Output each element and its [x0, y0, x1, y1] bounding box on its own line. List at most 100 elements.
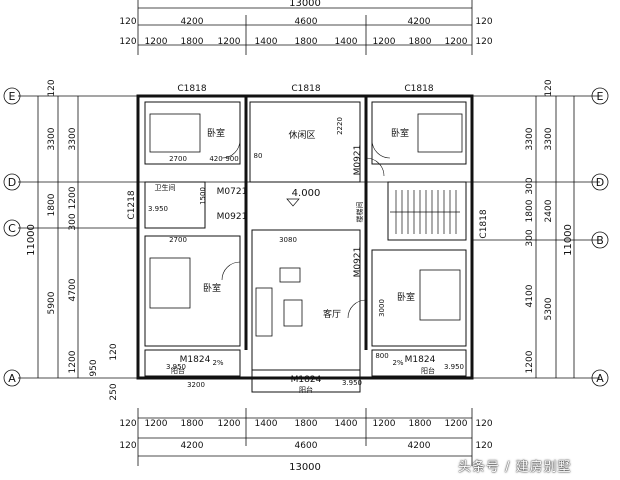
window-top-center: C1818 — [291, 84, 320, 94]
dim-left-inner-4: 4700 — [68, 278, 78, 301]
dim-top-bay-3: 4200 — [408, 17, 431, 27]
dim-left-inner-5: 1200 — [68, 350, 78, 373]
room-stair: 楼梯间 — [355, 202, 364, 223]
dim-left-inner-3: 300 — [68, 213, 78, 230]
door-hall-right: M0921 — [353, 145, 363, 176]
dim-bottom-seg-8: 1800 — [409, 419, 432, 429]
dim-room-3000: 3000 — [378, 299, 386, 317]
dim-top-total: 13000 — [289, 0, 321, 9]
room-bedroom-bottom-right: 卧室 — [397, 291, 415, 303]
dim-bottom-seg-7: 1200 — [373, 419, 396, 429]
dim-room-2700-top: 2700 — [169, 155, 187, 163]
dim-left-bay-1: 3300 — [47, 127, 57, 150]
window-top-right: C1818 — [404, 84, 433, 94]
dim-right-total: 11000 — [563, 224, 574, 256]
dim-left-total: 11000 — [26, 224, 37, 256]
dim-bottom-bay-3: 4200 — [408, 441, 431, 451]
axis-left-a: A — [8, 372, 16, 385]
dim-bottom-seg-4: 1400 — [255, 419, 278, 429]
dim-bottom-bay-2: 4600 — [295, 441, 318, 451]
dim-top-seg-edge-left: 120 — [119, 37, 136, 47]
dim-left-small-3: 250 — [109, 383, 119, 400]
dim-right-inner-4: 300 — [525, 229, 535, 246]
room-bedroom-top-right: 卧室 — [391, 127, 409, 139]
window-top-left: C1818 — [177, 84, 206, 94]
door-living-right: M0921 — [353, 247, 363, 278]
room-bedroom-bottom-left: 卧室 — [203, 282, 221, 294]
dim-bottom-seg-2: 1800 — [181, 419, 204, 429]
dim-bottom-bay-1: 4200 — [181, 441, 204, 451]
dim-bottom-bay-edge-right: 120 — [475, 441, 492, 451]
room-living: 客厅 — [323, 308, 341, 320]
dim-room-1500: 1500 — [199, 187, 207, 205]
dim-bottom-seg-6: 1400 — [335, 419, 358, 429]
room-balcony-right: 阳台 — [421, 366, 435, 375]
dim-right-inner-1: 3300 — [525, 127, 535, 150]
dim-right-inner-6: 1200 — [525, 350, 535, 373]
door-balcony-center: M1824 — [291, 375, 322, 385]
dim-room-3200: 3200 — [187, 381, 205, 389]
watermark-text: 头条号 / 建房别墅 — [458, 460, 572, 475]
door-bath-bottom: M0921 — [217, 212, 248, 222]
dim-top-seg-1: 1200 — [145, 37, 168, 47]
dim-right-edge-top: 120 — [544, 79, 554, 96]
dim-top-edge-right: 120 — [475, 17, 492, 27]
dim-right-inner-5: 4100 — [525, 284, 535, 307]
room-balcony-left: 阳台 — [171, 366, 185, 375]
dim-bottom-edge-right: 120 — [475, 419, 492, 429]
dim-left-inner-1: 3300 — [68, 127, 78, 150]
dim-bottom-total: 13000 — [289, 462, 321, 473]
window-right-mid: C1818 — [479, 209, 489, 238]
axis-right-e: E — [597, 90, 604, 103]
dim-top-bay-2: 4600 — [295, 17, 318, 27]
level-balcony-left: 3.950 — [166, 363, 186, 371]
slope-left: 2% — [212, 359, 223, 367]
window-left-mid: C1218 — [127, 190, 137, 219]
dim-left-bay-3: 5900 — [47, 291, 57, 314]
dim-room-2700-bottom: 2700 — [169, 236, 187, 244]
axis-right-a: A — [596, 372, 604, 385]
dim-top-seg-3: 1200 — [218, 37, 241, 47]
dim-top-seg-6: 1400 — [335, 37, 358, 47]
dim-top-seg-4: 1400 — [255, 37, 278, 47]
dim-top-seg-2: 1800 — [181, 37, 204, 47]
axis-left-e: E — [9, 90, 16, 103]
dim-room-900: 900 — [225, 155, 238, 163]
dim-left-small-2: 120 — [109, 343, 119, 360]
dim-right-inner-3: 1800 — [525, 199, 535, 222]
dim-top-seg-7: 1200 — [373, 37, 396, 47]
dim-right-bay-2: 2400 — [544, 199, 554, 222]
axis-left-c: C — [8, 222, 16, 235]
dim-room-2220: 2220 — [336, 117, 344, 135]
dim-room-80: 80 — [254, 152, 263, 160]
dim-top-bay-1: 4200 — [181, 17, 204, 27]
dim-bottom-seg-3: 1200 — [218, 419, 241, 429]
door-bath-top: M0721 — [217, 187, 248, 197]
dim-bottom-bay-edge-left: 120 — [119, 441, 136, 451]
dim-room-800: 800 — [375, 352, 388, 360]
axis-right-b: B — [596, 234, 604, 247]
level-bath: 3.950 — [148, 205, 168, 213]
dim-top-seg-5: 1800 — [295, 37, 318, 47]
level-hall: 4.000 — [292, 188, 321, 199]
level-balcony-center: 3.950 — [342, 379, 362, 387]
door-balcony-left: M1824 — [180, 355, 211, 365]
dim-bottom-edge-left: 120 — [119, 419, 136, 429]
dim-top-seg-edge-right: 120 — [475, 37, 492, 47]
slope-right: 2% — [392, 359, 403, 367]
dim-right-bay-1: 3300 — [544, 127, 554, 150]
dim-room-420: 420 — [209, 155, 222, 163]
level-balcony-right: 3.950 — [444, 363, 464, 371]
dim-left-small-1: 950 — [89, 359, 99, 376]
room-lounge: 休闲区 — [288, 129, 315, 141]
dim-top-seg-9: 1200 — [445, 37, 468, 47]
dim-bottom-seg-5: 1800 — [295, 419, 318, 429]
room-bedroom-top-left: 卧室 — [207, 127, 225, 139]
axis-left-d: D — [8, 176, 16, 189]
dim-bottom-seg-1: 1200 — [145, 419, 168, 429]
dim-room-3080: 3080 — [279, 236, 297, 244]
axis-right-d: D — [596, 176, 604, 189]
room-bathroom: 卫生间 — [155, 183, 176, 192]
dim-top-seg-8: 1800 — [409, 37, 432, 47]
